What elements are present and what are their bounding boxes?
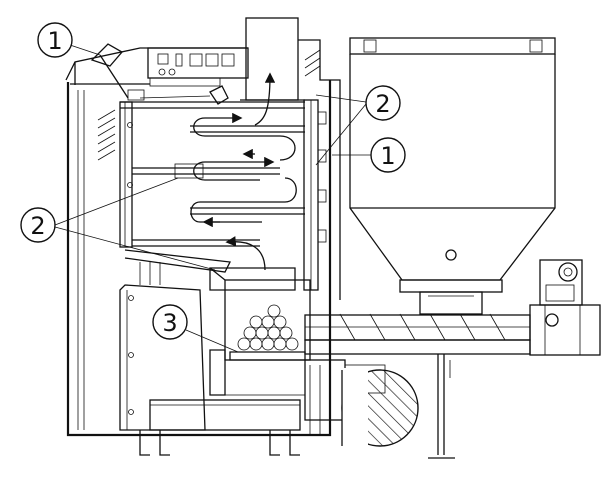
- callout-3: 3: [152, 304, 188, 340]
- pellets: [237, 304, 299, 351]
- callout-1-right: 1: [370, 137, 406, 173]
- flue-gas-path: [190, 72, 297, 271]
- callout-2-top-right: 2: [365, 85, 401, 121]
- combustion-chamber: [209, 267, 311, 396]
- callout-label: 3: [162, 309, 177, 337]
- leader-lines: [54, 44, 372, 353]
- callout-label: 1: [380, 142, 395, 170]
- callout-label: 2: [30, 212, 45, 240]
- flue-chimney: [240, 17, 305, 101]
- vent-slots: [97, 49, 321, 161]
- auger-feeder: [304, 259, 601, 459]
- callout-label: 1: [47, 27, 62, 55]
- callout-2-left: 2: [20, 207, 56, 243]
- boiler-body: [65, 39, 341, 437]
- control-panel: [147, 47, 249, 87]
- heat-exchanger: [119, 99, 327, 291]
- auger-motor: [529, 259, 601, 356]
- callout-1-top-left: 1: [37, 22, 73, 58]
- lower-door: [119, 284, 321, 456]
- burner-tube: [304, 359, 419, 448]
- pellet-hopper: [349, 37, 556, 315]
- callout-label: 2: [375, 90, 390, 118]
